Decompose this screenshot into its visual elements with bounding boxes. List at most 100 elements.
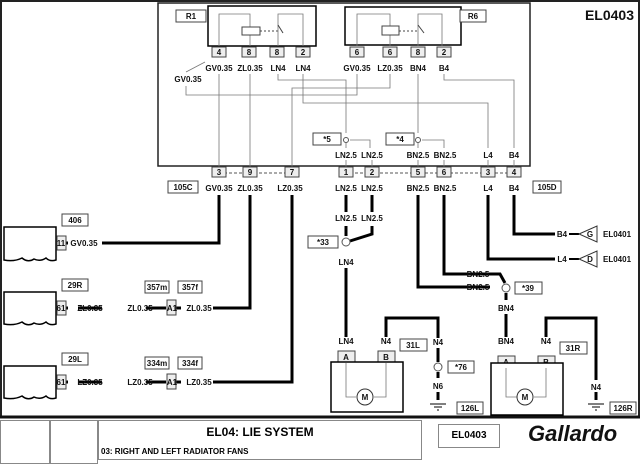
title-block: EL04: LIE SYSTEM 03: RIGHT AND LEFT RADI… (0, 418, 640, 465)
diagram-label: ZL0.35 (186, 304, 212, 313)
diagram-label: *4 (396, 135, 404, 144)
wire-segment (277, 74, 347, 133)
diagram-box (56, 235, 67, 251)
wire-segment (422, 139, 445, 148)
diagram-label: *5 (323, 135, 331, 144)
diagram-box (382, 46, 398, 58)
diagram-label: LN2.5 (361, 184, 383, 193)
diagram-label: BN4 (498, 304, 515, 313)
diagram-label: L4 (483, 184, 493, 193)
diagram-box (459, 9, 487, 23)
wire-label: GV0.35 (205, 64, 233, 73)
wire-segment (374, 363, 387, 398)
module-29l: 29L 61 LZ0.35 334m 334f LZ0.35 A1 LZ0.35 (3, 352, 212, 400)
diagram-label: M (522, 393, 529, 402)
splice-5: *5 LN2.5 LN2.5 (312, 132, 383, 160)
diagram-label: 8 (275, 48, 280, 57)
diagram-label: *39 (522, 284, 535, 293)
diagram-label: 334f (182, 359, 198, 368)
wire-label: B4 (439, 64, 450, 73)
ground-126r: 126R (588, 401, 637, 415)
diagram-label: A1 (167, 378, 178, 387)
diagram-box (177, 280, 203, 294)
diagram-box (338, 166, 354, 178)
diagram-box (436, 166, 452, 178)
diagram-box (447, 360, 475, 374)
wire-segment (490, 272, 507, 284)
wire-segment (102, 195, 221, 245)
wire-label: BN4 (410, 64, 427, 73)
diagram-box (61, 213, 89, 227)
diagram-label: N4 (591, 383, 602, 392)
diagram-label: B4 (557, 230, 568, 239)
offpage-ref: EL0401 (603, 255, 632, 264)
connector-105d: 1 2 5 6 3 4 105D LN2.5 LN2.5 BN2.5 BN2.5… (335, 166, 562, 194)
diagram-box (166, 373, 177, 390)
offpage-ref: EL0401 (603, 230, 632, 239)
diagram-label: 2 (301, 48, 306, 57)
wire-segment (443, 74, 515, 148)
wire-segment (3, 291, 57, 326)
diagram-box (167, 180, 199, 194)
diagram-label: ZL0.35 (77, 304, 103, 313)
diagram-box (385, 132, 415, 146)
diagram-label: *76 (455, 363, 468, 372)
wire-label: LZ0.35 (377, 64, 403, 73)
diagram-label: 3 (217, 168, 222, 177)
diagram-box (284, 166, 300, 178)
wire-segment (213, 195, 252, 310)
diagram-box (514, 281, 543, 295)
diagram-label: 29L (68, 355, 82, 364)
diagram-label: 406 (68, 216, 82, 225)
relay-r1-pins: 4 8 8 2 (211, 46, 311, 58)
wire-segment (416, 195, 490, 289)
diagram-label: BN4 (498, 337, 515, 346)
wire-segment (433, 362, 443, 372)
relay-r1-label-box (175, 9, 207, 23)
diagram-box (211, 166, 227, 178)
wire-segment (544, 316, 598, 380)
wire-label: GV0.35 (343, 64, 371, 73)
diagram-box (480, 166, 496, 178)
wire-segment (350, 139, 371, 148)
page-code-box: EL0403 (438, 424, 500, 448)
diagram-label: GV0.35 (70, 239, 98, 248)
diagram-label: BN2.5 (467, 270, 490, 279)
diagram-label: LZ0.35 (186, 378, 212, 387)
diagram-label: M (362, 393, 369, 402)
wire-segment (486, 195, 555, 261)
diagram-box (166, 299, 177, 316)
diagram-label: LZ0.35 (277, 184, 303, 193)
diagram-box (144, 356, 170, 370)
diagram-label: 31L (406, 341, 420, 350)
diagram-label: 126R (613, 404, 632, 413)
offpage-connector-g[interactable]: B4 G EL0401 (557, 225, 632, 243)
wire-segment (577, 225, 598, 243)
diagram-label: 1 (344, 168, 349, 177)
diagram-box (349, 46, 365, 58)
fan-31l: LN4 N4 31L A B M (330, 337, 428, 413)
splice-76: N4 *76 N6 (433, 338, 475, 391)
relay-r6-label: R6 (468, 12, 479, 21)
connector-105c: 3 9 7 105C GV0.35 ZL0.35 LZ0.35 (167, 166, 303, 194)
diagram-box (532, 180, 562, 194)
diagram-box (242, 166, 258, 178)
title-block-cell (50, 420, 98, 464)
wire-segment (302, 74, 489, 148)
wire-label: B4 (509, 151, 520, 160)
wire-segment (3, 226, 57, 262)
wire-segment (345, 363, 356, 398)
offpage-connector-d[interactable]: L4 D EL0401 (557, 250, 632, 268)
diagram-label: BN2.5 (407, 184, 430, 193)
wire-segment (384, 316, 440, 338)
diagram-box (436, 46, 452, 58)
wire-segment (343, 137, 349, 143)
motor-icon (516, 388, 534, 406)
diagram-box (559, 341, 588, 355)
diagram-label: 7 (290, 168, 295, 177)
title-block-main: EL04: LIE SYSTEM 03: RIGHT AND LEFT RADI… (98, 420, 422, 460)
wire-label: LN4 (295, 64, 311, 73)
relay-r1: R1 4 8 8 2 GV0.35 ZL0.35 LN4 LN4 GV0.35 (174, 5, 317, 84)
wire-segment (505, 368, 517, 398)
